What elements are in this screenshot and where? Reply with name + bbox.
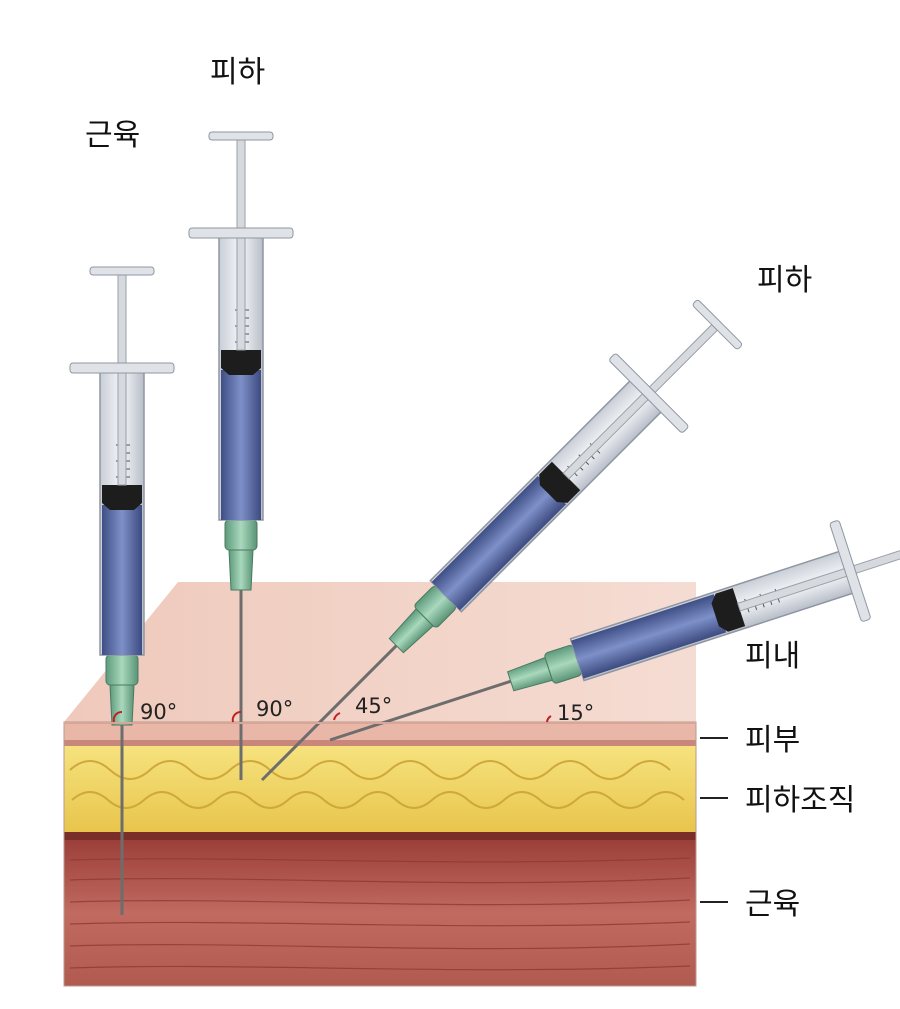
angle-label-id-15: 15°: [557, 701, 594, 725]
label-intradermal: 피내: [745, 639, 800, 674]
angle-label-im: 90°: [140, 700, 177, 724]
label-skin: 피부: [745, 723, 800, 758]
tissue-block: [63, 582, 697, 987]
muscle-fibers: [69, 857, 691, 971]
fat-lobules: [69, 760, 685, 809]
label-im-top: 근육: [85, 118, 140, 153]
skin-layer: [64, 722, 696, 744]
label-subcutaneous: 피하조직: [745, 783, 855, 818]
angle-label-subq-45: 45°: [355, 694, 392, 718]
label-muscle: 근육: [745, 887, 800, 922]
skin-surface: [64, 582, 696, 722]
label-subq-top: 피하: [210, 55, 265, 90]
angle-label-subq-90: 90°: [256, 697, 293, 721]
angle-arcs: [112, 711, 552, 723]
muscle-layer: [64, 840, 696, 986]
subcutaneous-layer: [64, 746, 696, 832]
label-subq-45: 피하: [757, 263, 812, 298]
